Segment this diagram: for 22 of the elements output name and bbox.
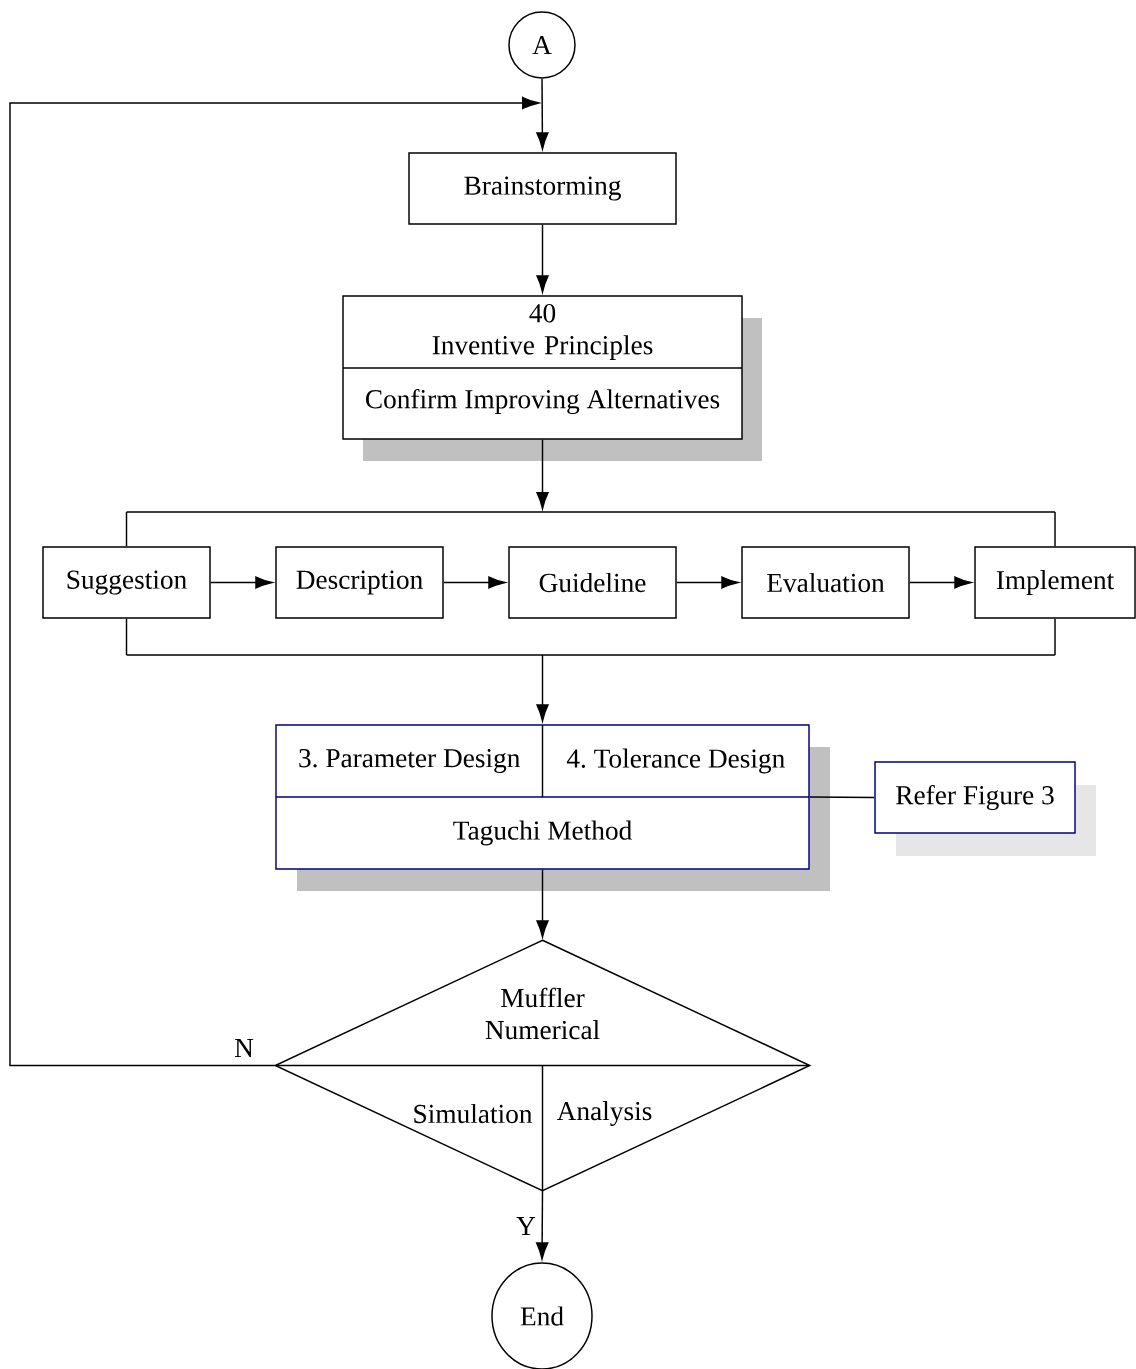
process-box: Guideline bbox=[508, 546, 677, 619]
process-box: 3. Parameter Design 4. Tolerance Design Taguchi Method bbox=[275, 724, 830, 891]
edge-label: Y bbox=[514, 1215, 538, 1237]
process-box: Implement bbox=[974, 546, 1136, 619]
process-box: 40 Inventive Principles Confirm Improving Alternatives bbox=[342, 295, 762, 461]
process-box: Evaluation bbox=[741, 546, 910, 619]
arrow bbox=[443, 576, 506, 589]
arrow bbox=[535, 1190, 549, 1260]
edge-label: N bbox=[232, 1037, 256, 1059]
arrow bbox=[9, 96, 540, 1067]
arrow bbox=[536, 869, 549, 938]
arrow bbox=[210, 576, 273, 589]
arrow bbox=[536, 78, 549, 150]
arrow bbox=[676, 576, 739, 589]
process-box: Refer Figure 3 bbox=[874, 761, 1096, 856]
process-box: Suggestion bbox=[42, 546, 211, 619]
process-box: Brainstorming bbox=[408, 152, 677, 225]
arrow bbox=[909, 576, 972, 589]
process-box: Description bbox=[275, 546, 444, 619]
arrow bbox=[536, 224, 549, 293]
arrow bbox=[536, 654, 549, 722]
arrow bbox=[536, 439, 549, 510]
